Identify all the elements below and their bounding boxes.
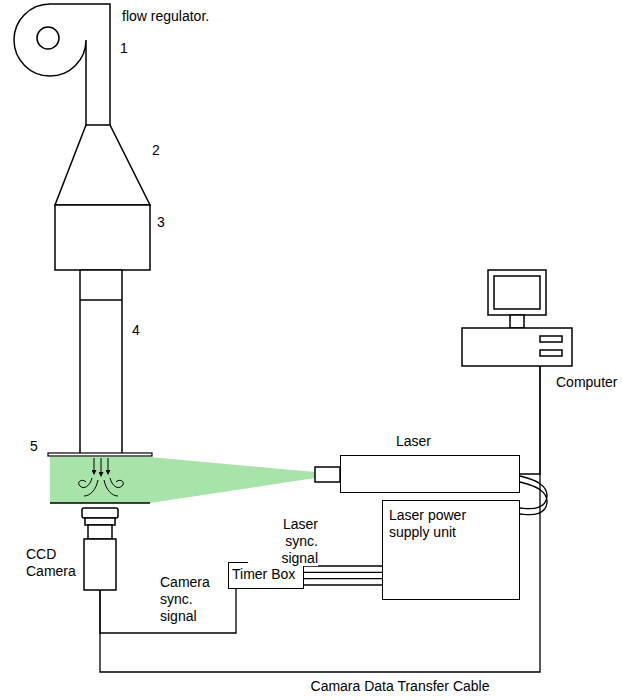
- callout-number: 4: [132, 322, 140, 339]
- connector: [520, 476, 547, 515]
- jet-arrow: [94, 458, 95, 474]
- laser-sheet: [50, 457, 315, 503]
- ccd-camera-drawing: [82, 508, 118, 590]
- computer: Computer: [462, 270, 572, 366]
- node-label: Computer: [556, 374, 622, 391]
- signal-label: Camera sync. signal: [160, 574, 220, 624]
- ccd-camera: CCD Camera: [82, 508, 118, 590]
- camera-lens: [82, 508, 118, 518]
- connector: [100, 366, 540, 672]
- vortex: [84, 480, 118, 496]
- jet-flow: [79, 458, 124, 496]
- cable-label: Camara Data Transfer Cable: [300, 678, 500, 695]
- callout-number: 3: [157, 214, 165, 231]
- callout-number: 1: [120, 40, 128, 57]
- node-label: CCD Camera: [26, 546, 76, 580]
- callout-number: 2: [152, 142, 160, 159]
- monitor-screen: [494, 276, 540, 309]
- vortex: [79, 478, 124, 488]
- camera-body: [84, 539, 116, 590]
- laser-nozzle: [315, 467, 340, 482]
- pipe: [80, 270, 122, 455]
- monitor-stand: [510, 315, 524, 328]
- diffuser-cone: [55, 125, 150, 205]
- monitor: [488, 270, 546, 315]
- laser: Laser: [340, 455, 520, 493]
- signal-label: Laser sync. signal: [248, 516, 318, 566]
- node-label: Laser power supply unit: [383, 501, 487, 547]
- callout-number: 5: [30, 438, 38, 455]
- computer-drawing: [462, 270, 572, 366]
- jet-arrow: [108, 458, 109, 474]
- note-text: flow regulator.: [122, 8, 209, 25]
- jet-arrow: [101, 458, 102, 476]
- camera-lens-ring: [85, 518, 115, 525]
- node-label: Laser: [396, 433, 456, 450]
- blower-scroll: [14, 4, 110, 125]
- connector: [520, 366, 540, 474]
- pipe-joint: [80, 299, 122, 301]
- blower: [14, 4, 110, 125]
- connector: [304, 566, 382, 585]
- drive-slot: [540, 336, 562, 342]
- blower-hub: [37, 27, 59, 49]
- nozzle-plate: [48, 453, 152, 456]
- computer-case: [462, 328, 572, 366]
- node-label: Timer Box: [229, 563, 298, 586]
- drive-slot: [540, 350, 562, 356]
- settling-chamber: [55, 205, 150, 270]
- bottom-plate: [50, 502, 150, 504]
- power-supply-box: Laser power supply unit: [382, 500, 520, 600]
- camera-mount: [88, 525, 112, 539]
